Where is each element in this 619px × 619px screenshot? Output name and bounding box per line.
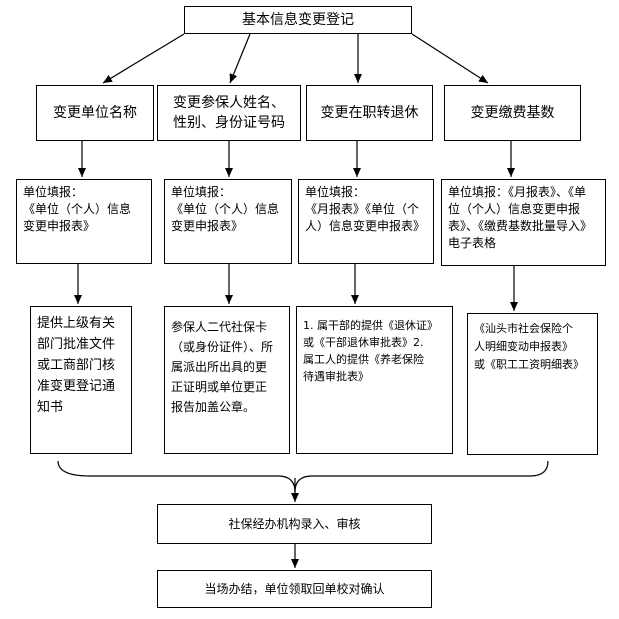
review-box: 社保经办机构录入、审核 bbox=[157, 504, 432, 544]
form-text: 单位填报： 《单位（个人）信息 变更申报表》 bbox=[23, 185, 132, 233]
category-box-personal-info: 变更参保人姓名、 性别、身份证号码 bbox=[157, 85, 301, 141]
arrow-title-to-cat2 bbox=[229, 33, 251, 84]
category-label: 变更参保人姓名、 性别、身份证号码 bbox=[173, 95, 285, 131]
form-box-personal-info: 单位填报： 《单位（个人）信息 变更申报表》 bbox=[164, 179, 292, 264]
category-label: 变更单位名称 bbox=[53, 105, 137, 121]
arrow-title-to-cat1 bbox=[102, 33, 185, 84]
material-box-personal-info: 参保人二代社保卡 （或身份证件）、所 属派出所出具的更 正证明或单位更正 报告加… bbox=[164, 306, 290, 454]
title-box: 基本信息变更登记 bbox=[184, 6, 412, 34]
final-text: 当场办结，单位领取回单校对确认 bbox=[204, 581, 385, 596]
category-box-contribution-base: 变更缴费基数 bbox=[444, 85, 581, 141]
arrow-title-to-cat4 bbox=[411, 33, 489, 84]
form-text: 单位填报： 《单位（个人）信息 变更申报表》 bbox=[171, 185, 280, 233]
material-text: 提供上级有关 部门批准文件 或工商部门核 准变更登记通 知书 bbox=[37, 316, 116, 415]
material-box-retirement: 1. 属干部的提供《退休证》 或《干部退休审批表》2. 属工人的提供《养老保险 … bbox=[296, 306, 453, 454]
material-box-unit-name: 提供上级有关 部门批准文件 或工商部门核 准变更登记通 知书 bbox=[30, 306, 132, 454]
form-text: 单位填报： 《月报表》《单位（个 人）信息变更申报表》 bbox=[305, 185, 426, 233]
material-box-contribution-base: 《汕头市社会保险个 人明细变动申报表》 或《职工工资明细表》 bbox=[467, 313, 598, 455]
material-text: 1. 属干部的提供《退休证》 或《干部退休审批表》2. 属工人的提供《养老保险 … bbox=[303, 319, 438, 383]
form-box-unit-name: 单位填报： 《单位（个人）信息 变更申报表》 bbox=[16, 179, 152, 264]
material-text: 参保人二代社保卡 （或身份证件）、所 属派出所出具的更 正证明或单位更正 报告加… bbox=[171, 320, 274, 414]
form-box-retirement: 单位填报： 《月报表》《单位（个 人）信息变更申报表》 bbox=[298, 179, 434, 264]
category-box-unit-name: 变更单位名称 bbox=[36, 85, 154, 141]
category-label: 变更在职转退休 bbox=[320, 105, 419, 121]
category-label: 变更缴费基数 bbox=[470, 105, 555, 121]
form-box-contribution-base: 单位填报：《月报表》、《单 位（个人）信息变更申报 表》、《缴费基数批量导入》 … bbox=[441, 179, 606, 266]
review-text: 社保经办机构录入、审核 bbox=[228, 516, 361, 531]
final-box: 当场办结，单位领取回单校对确认 bbox=[157, 570, 432, 608]
form-text: 单位填报：《月报表》、《单 位（个人）信息变更申报 表》、《缴费基数批量导入》 … bbox=[448, 185, 593, 250]
grouping-brace bbox=[57, 460, 549, 493]
title-text: 基本信息变更登记 bbox=[242, 12, 354, 28]
category-box-retirement: 变更在职转退休 bbox=[306, 85, 433, 141]
material-text: 《汕头市社会保险个 人明细变动申报表》 或《职工工资明细表》 bbox=[474, 322, 584, 371]
